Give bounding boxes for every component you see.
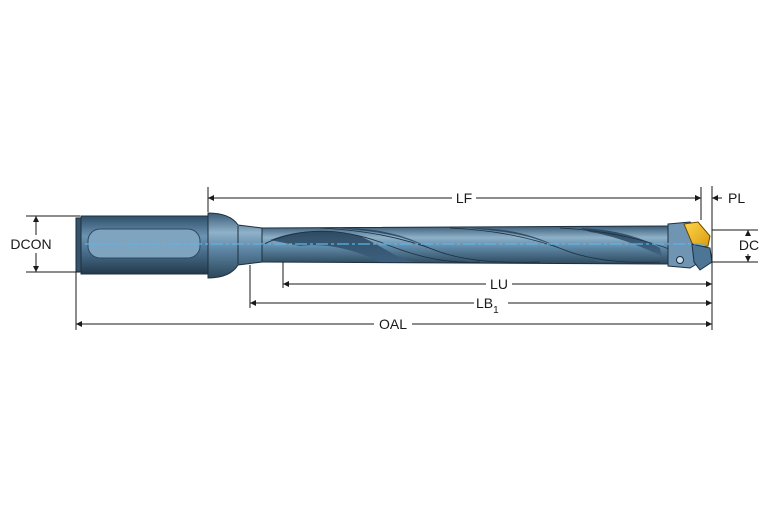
dimension-dc: DC: [735, 230, 763, 262]
drill-tool: [75, 212, 713, 279]
dimension-oal: OAL: [76, 315, 712, 333]
flange: [207, 212, 263, 279]
label-oal: OAL: [379, 316, 407, 332]
label-lb-subscript: 1: [493, 305, 499, 316]
label-pl: PL: [728, 190, 745, 206]
coolant-hole: [676, 256, 684, 264]
label-lf: LF: [456, 190, 472, 206]
flutes: [270, 228, 662, 262]
helix-lines: [261, 227, 673, 263]
label-lb-main: LB: [476, 295, 493, 311]
dimension-lb1: LB1: [250, 294, 712, 318]
label-dcon: DCON: [10, 236, 51, 252]
dimension-dcon: DCON: [6, 216, 60, 272]
dimension-lu: LU: [283, 275, 712, 293]
dimension-lf: LF: [208, 189, 701, 207]
label-lu: LU: [490, 276, 508, 292]
dimension-pl: PL: [688, 190, 745, 206]
label-dc: DC: [739, 237, 759, 253]
label-lb: LB1: [476, 295, 499, 316]
cutting-edge: [691, 243, 713, 271]
